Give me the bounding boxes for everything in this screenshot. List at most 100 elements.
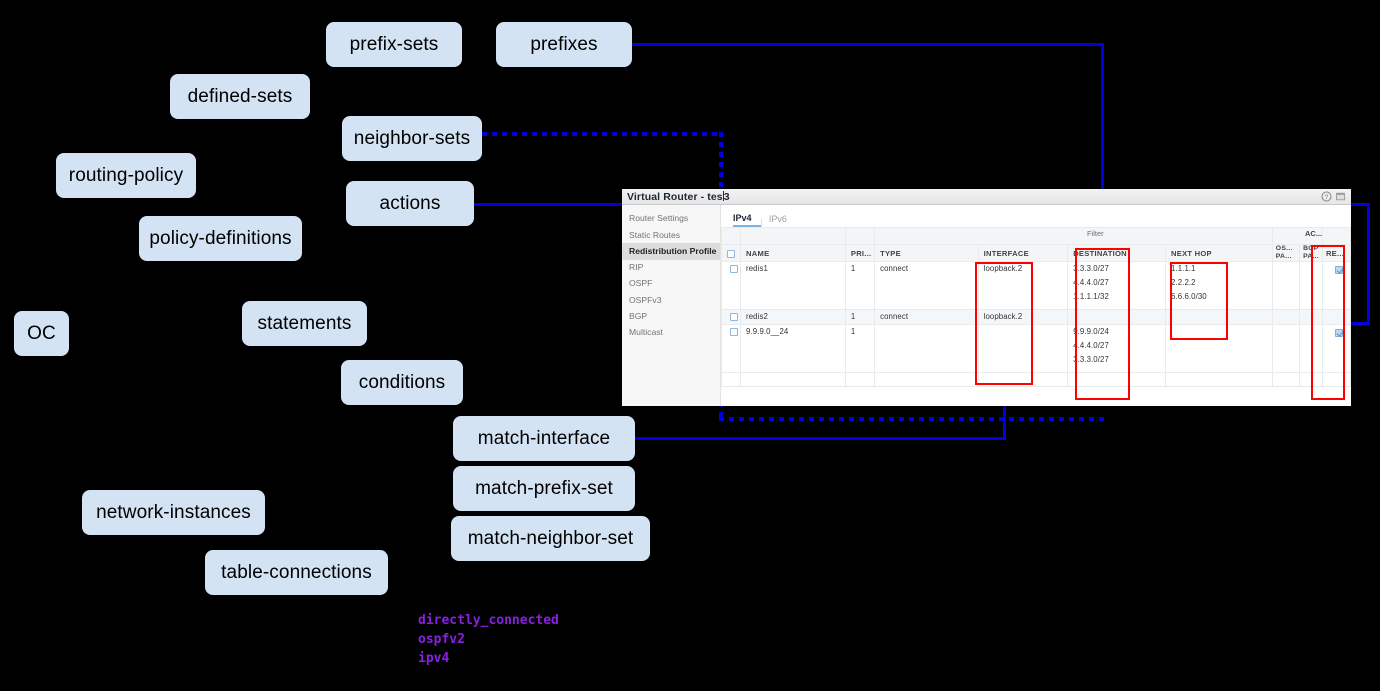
node-statements[interactable]: statements bbox=[242, 301, 367, 346]
node-policy-definitions[interactable]: policy-definitions bbox=[139, 216, 302, 261]
connector-matchinterface-horizontal bbox=[635, 437, 1006, 440]
node-conditions[interactable]: conditions bbox=[341, 360, 463, 405]
code-snippet: directly_connected ospfv2 ipv4 bbox=[418, 611, 559, 668]
node-label: statements bbox=[257, 312, 352, 334]
checkbox-row-select[interactable] bbox=[729, 327, 738, 336]
checkbox-row-select[interactable] bbox=[729, 264, 738, 273]
filler-cell bbox=[844, 372, 876, 387]
sidenav-item-multicast[interactable]: Multicast bbox=[629, 327, 663, 338]
node-defined-sets[interactable]: defined-sets bbox=[170, 74, 310, 119]
group-cell-blank-1 bbox=[720, 227, 742, 245]
header-priority[interactable]: PRI... bbox=[844, 244, 876, 262]
node-neighbor-sets[interactable]: neighbor-sets bbox=[342, 116, 482, 161]
cell-priority: 1 bbox=[844, 309, 876, 325]
connector-actions-vertical bbox=[1367, 203, 1370, 324]
connector-prefixes-horizontal bbox=[632, 43, 1104, 46]
row-checkbox-cell[interactable] bbox=[720, 324, 742, 373]
dialog-body: Router Settings Static Routes Redistribu… bbox=[622, 205, 1351, 406]
header-destination[interactable]: DESTINATION bbox=[1067, 244, 1167, 262]
node-label: prefix-sets bbox=[349, 33, 439, 55]
node-match-interface[interactable]: match-interface bbox=[453, 416, 635, 461]
node-table-connections[interactable]: table-connections bbox=[205, 550, 388, 595]
svg-text:?: ? bbox=[1325, 194, 1329, 201]
node-match-prefix-set[interactable]: match-prefix-set bbox=[453, 466, 635, 511]
checkbox-redistribute[interactable] bbox=[1334, 265, 1343, 274]
help-circle-icon[interactable]: ? bbox=[1321, 191, 1332, 202]
sidenav-item-redistribution-profile[interactable]: Redistribution Profile bbox=[622, 243, 720, 260]
node-label: actions bbox=[379, 192, 441, 214]
header-interface[interactable]: INTERFACE bbox=[977, 244, 1069, 262]
header-redist[interactable]: RE... bbox=[1321, 244, 1351, 262]
header-name[interactable]: NAME bbox=[740, 244, 846, 262]
filler-cell bbox=[740, 372, 846, 387]
node-routing-policy[interactable]: routing-policy bbox=[56, 153, 196, 198]
cell-nexthop: 1.1.1.1 2.2.2.2 6.6.6.0/30 bbox=[1165, 261, 1273, 310]
filler-cell bbox=[977, 372, 1069, 387]
cell-redist[interactable] bbox=[1321, 309, 1351, 325]
header-type[interactable]: TYPE bbox=[874, 244, 979, 262]
cell-redist[interactable] bbox=[1321, 324, 1351, 373]
row-checkbox-cell[interactable] bbox=[720, 309, 742, 325]
connector-neighborsets-dotted-top bbox=[482, 132, 722, 136]
cell-destination bbox=[1067, 309, 1167, 325]
cell-interface: loopback.2 bbox=[977, 309, 1069, 325]
node-oc[interactable]: OC bbox=[14, 311, 69, 356]
tab-separator: | bbox=[760, 217, 763, 227]
checkbox-select-all[interactable] bbox=[727, 249, 735, 258]
group-cell-actions bbox=[1321, 227, 1351, 245]
table-row[interactable]: 9.9.9.0__24 1 9.9.9.0/24 4.4.4.0/27 3.3.… bbox=[720, 324, 1351, 373]
tab-ipv4[interactable]: IPv4 bbox=[733, 213, 761, 227]
row-checkbox-cell[interactable] bbox=[720, 261, 742, 310]
node-label: match-neighbor-set bbox=[467, 527, 634, 549]
tab-ipv6[interactable]: IPv6 bbox=[768, 214, 787, 224]
cell-type bbox=[874, 324, 979, 373]
node-actions[interactable]: actions bbox=[346, 181, 474, 226]
dialog-title-suffix: 3 bbox=[723, 190, 730, 203]
destination-entry: 9.9.9.0/24 bbox=[1073, 327, 1109, 336]
cell-priority: 1 bbox=[844, 261, 876, 310]
connector-actions-return bbox=[1348, 322, 1370, 325]
filter-label[interactable]: Filter bbox=[1087, 229, 1104, 238]
sidenav-item-bgp[interactable]: BGP bbox=[629, 310, 648, 321]
cell-bgp-path bbox=[1299, 309, 1323, 325]
virtual-router-dialog: Virtual Router - tes3 ? Router Settings … bbox=[622, 189, 1351, 406]
header-nexthop[interactable]: NEXT HOP bbox=[1165, 244, 1273, 262]
node-match-neighbor-set[interactable]: match-neighbor-set bbox=[451, 516, 650, 561]
table-group-row bbox=[720, 227, 1351, 245]
filler-cell bbox=[1299, 372, 1323, 387]
table-row[interactable]: redis1 1 connect loopback.2 3.3.3.0/27 4… bbox=[720, 261, 1351, 310]
node-prefixes[interactable]: prefixes bbox=[496, 22, 632, 67]
cell-name: redis2 bbox=[740, 309, 846, 325]
restore-window-icon[interactable] bbox=[1335, 191, 1346, 202]
sidenav-item-router-settings[interactable]: Router Settings bbox=[629, 213, 689, 224]
header-ospf-path[interactable]: OS...PA... bbox=[1271, 244, 1301, 262]
cell-destination: 9.9.9.0/24 4.4.4.0/27 3.3.3.0/27 bbox=[1067, 324, 1167, 373]
header-select-all[interactable] bbox=[720, 244, 742, 262]
node-label: OC bbox=[27, 322, 56, 344]
sidenav-item-rip[interactable]: RIP bbox=[629, 262, 644, 273]
connector-neighborsets-dotted-bottom bbox=[719, 417, 1104, 421]
filler-cell bbox=[1271, 372, 1301, 387]
checkbox-row-select[interactable] bbox=[729, 312, 738, 321]
table-row[interactable]: redis2 1 connect loopback.2 bbox=[720, 309, 1351, 325]
cell-bgp-path bbox=[1299, 324, 1323, 373]
node-network-instances[interactable]: network-instances bbox=[82, 490, 265, 535]
node-prefix-sets[interactable]: prefix-sets bbox=[326, 22, 462, 67]
cell-redist[interactable] bbox=[1321, 261, 1351, 310]
cell-name: redis1 bbox=[740, 261, 846, 310]
table-header-row: NAME PRI... TYPE INTERFACE DESTINATION N… bbox=[720, 244, 1351, 262]
code-line-2: ospfv2 bbox=[418, 632, 465, 647]
node-label: prefixes bbox=[530, 33, 598, 55]
code-line-3: ipv4 bbox=[418, 651, 450, 666]
sidenav-item-ospfv3[interactable]: OSPFv3 bbox=[629, 294, 662, 305]
sidenav-item-ospf[interactable]: OSPF bbox=[629, 278, 653, 289]
checkbox-redistribute[interactable] bbox=[1334, 328, 1343, 337]
node-label: policy-definitions bbox=[149, 227, 292, 249]
cell-type: connect bbox=[874, 261, 979, 310]
cell-ospf-path bbox=[1271, 261, 1301, 310]
sidenav-item-static-routes[interactable]: Static Routes bbox=[629, 229, 681, 240]
connector-matchinterface-vertical bbox=[1003, 383, 1006, 440]
nexthop-entry: 1.1.1.1 bbox=[1171, 264, 1196, 273]
